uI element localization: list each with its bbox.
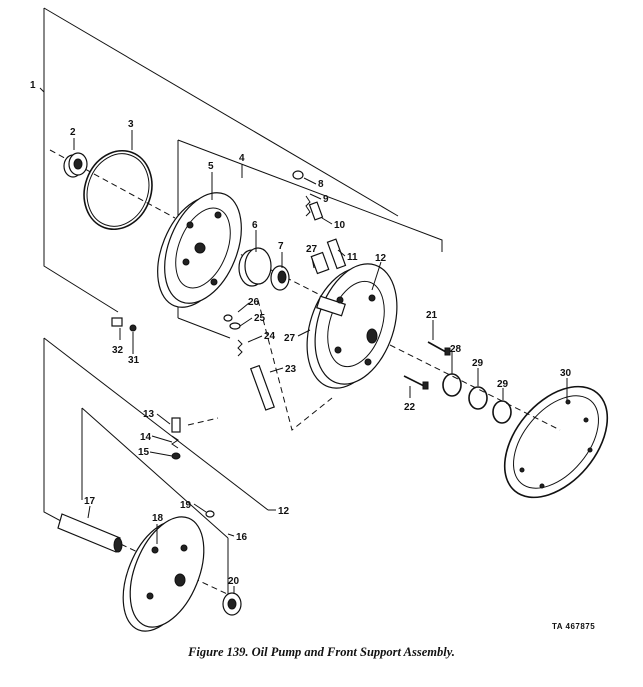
callout-20: 20 [228,576,240,587]
callout-32: 32 [112,345,124,356]
figure-caption: Figure 139. Oil Pump and Front Support A… [188,645,455,659]
callout-labels: 1 2 3 4 5 6 7 8 9 10 11 12 12 13 14 15 1… [30,80,572,587]
callout-31: 31 [128,355,140,366]
callout-16: 16 [236,532,248,543]
callout-22: 22 [404,402,416,413]
valve-stack-upper [292,170,347,275]
callout-24: 24 [264,331,276,342]
pump-cover-part-18 [122,516,205,632]
assembly-brackets [39,7,443,612]
callout-27: 27 [306,244,318,255]
callout-8: 8 [318,179,324,190]
callout-17: 17 [84,496,96,507]
callout-12-lower: 12 [278,506,290,517]
callout-15: 15 [138,447,150,458]
callout-2: 2 [70,127,76,138]
rings-28-29 [442,373,512,424]
leader-lines [73,130,568,594]
callout-9: 9 [323,194,329,205]
callout-21: 21 [426,310,438,321]
parts-31-32 [111,317,137,332]
callout-11: 11 [347,252,358,263]
callout-5: 5 [208,161,214,172]
callout-18: 18 [152,513,164,524]
front-support-part-12 [306,263,398,389]
outer-gear-part-6 [238,247,272,287]
callout-14: 14 [140,432,152,443]
callout-26: 26 [248,297,260,308]
bushing-part-2 [63,152,88,178]
callout-28: 28 [450,344,462,355]
gasket-part-30 [503,385,609,499]
callout-13: 13 [143,409,155,420]
valve-stack-lower [223,314,275,411]
figure-reference-code: TA 467875 [552,622,596,631]
callout-6: 6 [252,220,258,231]
callout-29: 29 [472,358,484,369]
bolts-21-22 [403,341,451,390]
seal-ring-part-3 [83,149,153,231]
callout-7: 7 [278,241,284,252]
inner-gear-part-7 [270,265,290,291]
centerlines [49,149,561,601]
callout-29-b: 29 [497,379,509,390]
shaft-part-17 [57,513,123,553]
pump-body-part-5 [157,192,242,308]
parts-13-15 [171,417,181,460]
callout-25: 25 [254,313,266,324]
callout-3: 3 [128,119,134,130]
callout-1: 1 [30,80,36,91]
callout-10: 10 [334,220,346,231]
callout-4: 4 [239,153,245,164]
callout-19: 19 [180,500,192,511]
callout-12: 12 [375,253,387,264]
callout-23: 23 [285,364,297,375]
callout-30: 30 [560,368,572,379]
parts-19-20 [205,510,242,616]
callout-27-lower: 27 [284,333,296,344]
